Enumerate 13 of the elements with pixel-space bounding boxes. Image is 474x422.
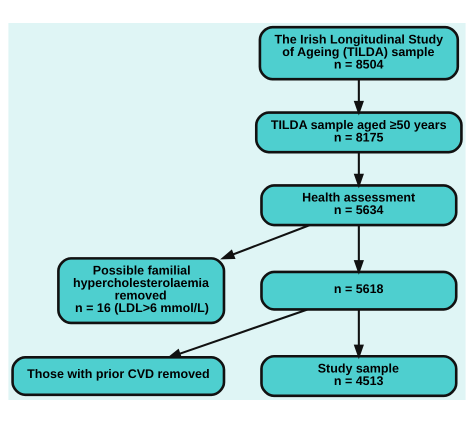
node-box: TILDA sample aged ≥50 years n = 8175: [254, 110, 463, 153]
arrow: [354, 224, 364, 274]
node-box: Possible familial hypercholesterolaemia removed n = 16 (LDL>6 mmol/L): [57, 256, 226, 324]
arrow: [354, 78, 364, 116]
arrow: [220, 224, 310, 259]
node-box: n = 5618: [260, 270, 458, 310]
arrow: [166, 308, 308, 358]
arrow: [354, 152, 364, 188]
node-box: Study sample n = 4513: [260, 354, 458, 397]
node-box: Those with prior CVD removed: [11, 356, 226, 396]
node-box: The Irish Longitudinal Study of Ageing (TILDA) sample n = 8504: [258, 25, 460, 80]
node-box: Health assessment n = 5634: [260, 184, 458, 226]
arrow: [354, 309, 364, 359]
